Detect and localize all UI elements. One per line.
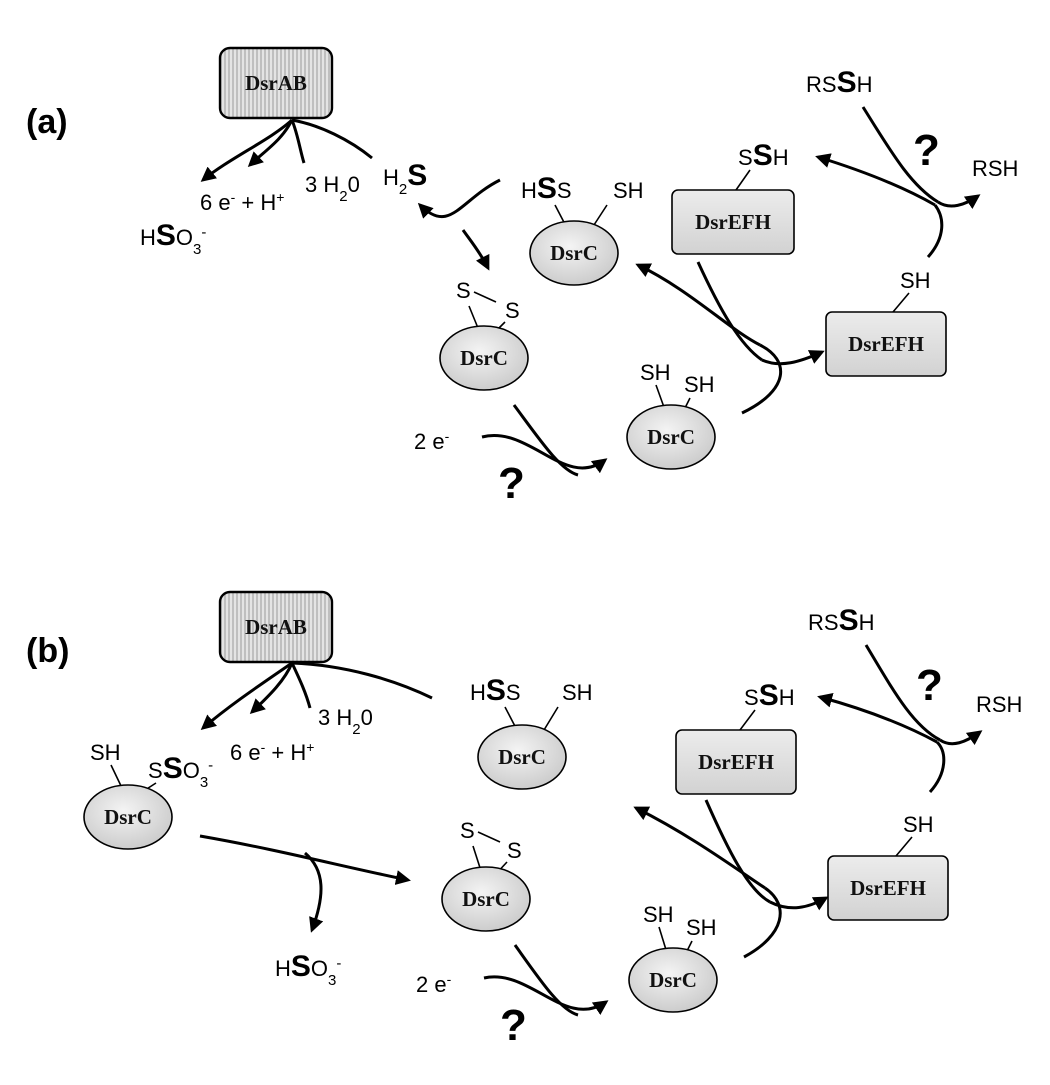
sh-group-a4: SH <box>900 268 931 293</box>
dsrc-disulfide-a: S S DsrC <box>439 278 529 391</box>
sh-group-b3: SH <box>643 902 674 927</box>
h2s-a: H2S <box>383 159 427 198</box>
water-curve-a <box>290 119 306 164</box>
sh-group-a2: SH <box>640 360 671 385</box>
water-b: 3 H20 <box>318 705 373 738</box>
dsrefh-label-a2: DsrEFH <box>848 332 924 356</box>
s-group-a1: S <box>456 278 471 303</box>
hss-group-a: HSS <box>521 172 572 205</box>
sh-group-a1: SH <box>613 178 644 203</box>
dsrc-label-b3: DsrC <box>462 887 510 911</box>
sh-group-b5: SH <box>903 812 934 837</box>
dsrefh-persulfide-a: SSH DsrEFH <box>671 139 795 255</box>
transfer-curve-a2 <box>926 204 944 258</box>
sso3-group-b: SSO3- <box>148 752 213 791</box>
dsrab-label-a: DsrAB <box>245 71 307 95</box>
arrow-to-efh-reduced-b <box>769 896 829 911</box>
sh-group-b4: SH <box>686 915 717 940</box>
dsrc-persulfide-b: HSS SH DsrC <box>470 674 593 790</box>
arrow-to-persulfide-b <box>633 806 766 890</box>
dsrefh-label-b2: DsrEFH <box>850 876 926 900</box>
arrow-to-rsh-b <box>939 730 983 746</box>
dsrc-label-b4: DsrC <box>649 968 697 992</box>
arrow-to-sulfite-a <box>200 118 294 182</box>
arrow-to-persulfide-a <box>635 263 761 347</box>
hss-group-b: HSS <box>470 674 521 707</box>
unknown-transfer-b: ? <box>916 661 943 710</box>
ssh-group-b: SSH <box>744 679 795 712</box>
dsrc-sulfonate-b: SH SSO3- DsrC <box>83 740 213 850</box>
dsrc-label-b1: DsrC <box>104 805 152 829</box>
ssh-group-a: SSH <box>738 139 789 172</box>
arrow-sulfite-release-b <box>304 851 324 933</box>
dsrc-persulfide-a: HSS SH DsrC <box>521 172 644 286</box>
dsrab-label-b: DsrAB <box>245 615 307 639</box>
exchange-curve-b1 <box>743 886 782 959</box>
arrow-to-efh-persulfide-a <box>815 153 936 207</box>
reduction-curve-a <box>512 404 579 477</box>
sulfite-a: HSO3- <box>140 219 206 258</box>
arrow-to-efh-persulfide-b <box>817 692 938 744</box>
dsrc-reduced-a: SH SH DsrC <box>626 360 716 470</box>
s-group-a2: S <box>505 298 520 323</box>
rsh-a: RSH <box>972 156 1018 181</box>
sh-group-b2: SH <box>562 680 593 705</box>
panel-b: (b) DsrAB 3 H20 6 e- + H+ SH SSO3- DsrC <box>26 590 1022 1050</box>
unknown-transfer-a: ? <box>913 126 940 175</box>
exchange-curve-a1 <box>741 343 783 415</box>
dsrefh-reduced-a: SH DsrEFH <box>825 268 947 377</box>
dsrc-label-a2: DsrC <box>460 346 508 370</box>
arrow-to-electrons-b <box>249 662 294 715</box>
unknown-reduction-a: ? <box>498 459 525 508</box>
dsrc-label-a3: DsrC <box>647 425 695 449</box>
two-electrons-b: 2 e- <box>416 971 452 997</box>
dsrc-reduced-b: SH SH DsrC <box>628 902 718 1013</box>
arrow-reduction-a <box>481 434 608 474</box>
two-electrons-a: 2 e- <box>414 428 450 454</box>
rssh-a: RSSH <box>806 66 872 99</box>
transfer-curve-b2 <box>928 740 946 793</box>
arrow-to-dsrc-sulfite-b <box>200 661 293 730</box>
arrow-to-rsh-a <box>937 194 981 209</box>
rssh-b: RSSH <box>808 604 874 637</box>
panel-a: (a) DsrAB 6 e- + H+ 3 H20 HSO3- H2S HS <box>26 46 1018 508</box>
dsrc-disulfide-b: S S DsrC <box>441 818 531 932</box>
exchange-curve-b2 <box>704 799 771 904</box>
sh-group-b1: SH <box>90 740 121 765</box>
transfer-curve-b1 <box>864 644 941 742</box>
dsrab-box-b: DsrAB <box>218 590 334 664</box>
dsrefh-label-b1: DsrEFH <box>698 750 774 774</box>
electrons-protons-a: 6 e- + H+ <box>200 189 284 215</box>
dsrc-label-a1: DsrC <box>550 241 598 265</box>
reduction-curve-b <box>513 944 579 1017</box>
arrow-to-trisulfide-a <box>461 229 490 271</box>
dsrefh-persulfide-b: SSH DsrEFH <box>675 679 797 795</box>
panel-a-label: (a) <box>26 103 68 141</box>
dsrab-box-a: DsrAB <box>218 46 334 120</box>
sulfite-b: HSO3- <box>275 950 341 989</box>
dsrc-label-b2: DsrC <box>498 745 546 769</box>
electrons-protons-b: 6 e- + H+ <box>230 739 314 765</box>
arrow-to-electrons-a <box>247 119 294 168</box>
rsh-b: RSH <box>976 692 1022 717</box>
water-curve-b <box>290 662 312 709</box>
exchange-curve-a2 <box>696 261 763 362</box>
transfer-curve-a1 <box>861 106 939 204</box>
unknown-reduction-b: ? <box>500 1001 527 1050</box>
arrow-reduction-b <box>483 975 609 1015</box>
sh-group-a3: SH <box>684 372 715 397</box>
s-group-b1: S <box>460 818 475 843</box>
s-group-b2: S <box>507 838 522 863</box>
panel-b-label: (b) <box>26 632 69 670</box>
arrow-to-trisulfide-b <box>199 834 411 885</box>
arrow-to-efh-reduced-a <box>761 350 825 366</box>
dsrc-curve-b <box>291 661 433 700</box>
h2s-curve-a <box>291 118 373 160</box>
dsrefh-reduced-b: SH DsrEFH <box>827 812 949 921</box>
water-a: 3 H20 <box>305 172 360 205</box>
dsrefh-label-a1: DsrEFH <box>695 210 771 234</box>
arrow-h2s-release-a <box>417 178 501 219</box>
